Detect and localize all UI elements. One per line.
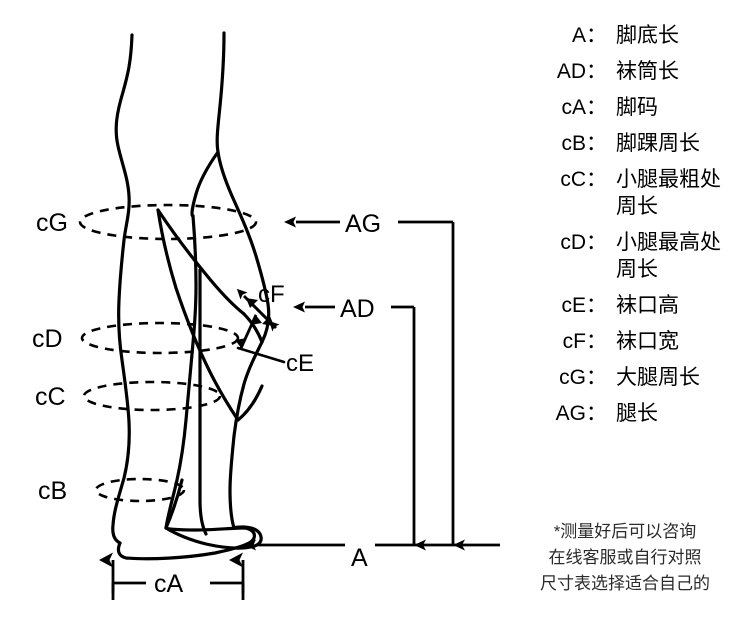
legend-value-cG: 大腿周长 (616, 366, 700, 389)
label-cC: cC (35, 383, 66, 411)
label-cA: cA (154, 570, 184, 598)
legend-key-AG: AG (555, 402, 586, 425)
label-cB: cB (38, 477, 67, 505)
legend-key-cE: cE (561, 294, 586, 317)
legend-sep-cF: ： (586, 330, 607, 353)
legend-key-cF: cF (562, 330, 586, 353)
ellipse-cC (82, 380, 222, 412)
legend-panel: A ： 脚底长 AD ： 袜筒长 cA ： 脚码 cB ： 脚踝周长 cC (500, 0, 750, 630)
legend-item-A: A ： 脚底长 (500, 22, 750, 49)
legend-key-cB: cB (561, 132, 586, 155)
dimension-cA (99, 552, 245, 600)
label-cE: cE (286, 350, 314, 377)
legend-item-cE: cE ： 袜口高 (500, 292, 750, 319)
legend-sep-cB: ： (586, 132, 607, 155)
legend-value-cC: 小腿最粗处 周长 (616, 168, 721, 218)
dimension-AD (293, 293, 426, 551)
legend-value-cA: 脚码 (616, 96, 658, 119)
dimension-AG (284, 208, 465, 551)
legend-item-cG: cG ： 大腿周长 (500, 364, 750, 391)
stocking-edge-lines (156, 208, 264, 536)
leg-diagram: cG cD cC cB cF cE (32, 31, 500, 600)
legend-key-AD: AD (556, 60, 586, 83)
legend-value-AG: 腿长 (616, 402, 658, 425)
footnote-text: *测量好后可以咨询 在线客服或自行对照 尺寸表选择适合自己的 (540, 522, 710, 593)
ellipse-cB (94, 477, 186, 503)
dimension-cE (235, 314, 286, 364)
legend-sep-cG: ： (586, 366, 607, 389)
front-foot-outline (164, 525, 263, 550)
legend-value-A: 脚底长 (616, 24, 679, 47)
legend-item-cC: cC ： 小腿最粗处 周长 (500, 166, 750, 220)
dimension-A (244, 532, 500, 558)
legend-key-cG: cG (559, 366, 586, 389)
legend-list: A ： 脚底长 AD ： 袜筒长 cA ： 脚码 cB ： 脚踝周长 cC (500, 22, 750, 436)
legend-sep-cE: ： (586, 294, 607, 317)
legend-sep-AD: ： (586, 60, 607, 83)
legend-item-cD: cD ： 小腿最高处 周长 (500, 229, 750, 283)
label-cG: cG (36, 209, 68, 237)
dimension-cF (236, 288, 280, 332)
legend-item-cF: cF ： 袜口宽 (500, 328, 750, 355)
legend-sep-cC: ： (586, 168, 607, 191)
legend-sep-cA: ： (586, 96, 607, 119)
circumference-ellipses (78, 203, 258, 503)
label-A: A (351, 544, 368, 572)
leg-outline-back (111, 33, 198, 545)
ellipse-cG (78, 203, 258, 241)
legend-value-cF: 袜口宽 (616, 330, 679, 353)
legend-value-cB: 脚踝周长 (616, 132, 700, 155)
legend-item-AG: AG ： 腿长 (500, 400, 750, 427)
legend-item-cB: cB ： 脚踝周长 (500, 130, 750, 157)
legend-key-A: A (571, 24, 586, 47)
legend-value-cD: 小腿最高处 周长 (616, 231, 721, 281)
label-AD: AD (340, 295, 375, 323)
ellipse-cD (80, 321, 240, 355)
legend-key-cD: cD (560, 231, 586, 254)
legend-key-cC: cC (560, 168, 586, 191)
label-cF: cF (258, 281, 285, 308)
legend-sep-cD: ： (586, 231, 607, 254)
legend-sep-AG: ： (586, 402, 607, 425)
foot-outline (116, 478, 256, 561)
legend-value-AD: 袜筒长 (616, 60, 679, 83)
label-cD: cD (32, 325, 63, 353)
legend-key-cA: cA (561, 96, 586, 119)
legend-item-AD: AD ： 袜筒长 (500, 58, 750, 85)
label-AG: AG (345, 210, 381, 238)
legend-item-cA: cA ： 脚码 (500, 94, 750, 121)
legend-sep-A: ： (586, 24, 607, 47)
legend-value-cE: 袜口高 (616, 294, 679, 317)
